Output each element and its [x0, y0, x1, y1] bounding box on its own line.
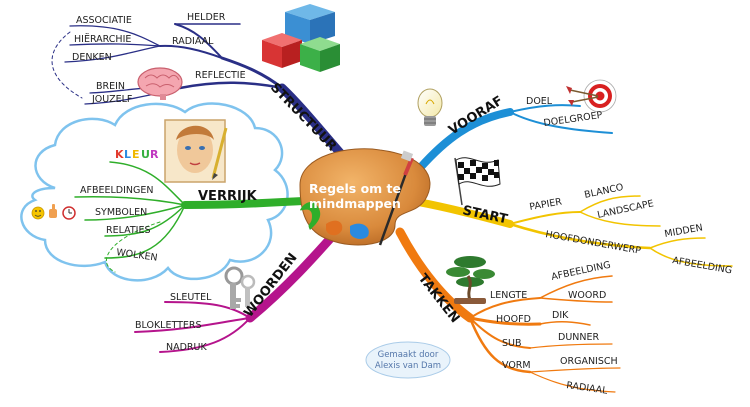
checkered-flag-icon	[454, 157, 501, 206]
sub-midden: MIDDEN	[664, 222, 704, 240]
kleur-letter-5: R	[150, 148, 159, 161]
sub-papier: PAPIER	[529, 196, 564, 213]
kleur-letter-1: K	[115, 148, 124, 161]
sub-dik: DIK	[552, 310, 569, 321]
sub-afbeeldingen: AFBEELDINGEN	[80, 185, 153, 196]
sub-jouzelf: JOUZELF	[91, 94, 132, 105]
sub-sleutel: SLEUTEL	[170, 292, 212, 303]
brain-icon	[137, 67, 183, 100]
branch-vooraf	[416, 104, 613, 172]
kleur-letter-4: U	[141, 148, 150, 161]
sub-associatie: ASSOCIATIE	[76, 15, 132, 26]
sub-afbeelding-start: AFBEELDING	[671, 255, 732, 276]
sub-vorm: VORM	[502, 360, 531, 371]
sub-sub: SUB	[502, 338, 522, 349]
sub-radiaal-takken: RADIAAL	[566, 380, 609, 397]
sub-reflectie: REFLECTIE	[195, 70, 246, 81]
credit-line2: Alexis van Dam	[375, 361, 441, 371]
sub-organisch: ORGANISCH	[560, 356, 618, 367]
bonsai-tree-icon	[446, 256, 495, 304]
sub-hoofd: HOOFD	[496, 314, 531, 325]
sub-nadruk: NADRUK	[166, 342, 207, 353]
target-icon	[566, 79, 617, 113]
sub-landscape: LANDSCAPE	[596, 198, 654, 221]
portrait-painting-icon	[164, 119, 228, 183]
sub-doel: DOEL	[526, 96, 553, 107]
sub-kleur: K L E U R	[115, 148, 159, 161]
sub-radiaal: RADIAAL	[172, 36, 214, 47]
lightbulb-icon	[417, 88, 443, 126]
center-title-line1: Regels om te	[309, 181, 401, 196]
sub-dunner: DUNNER	[558, 332, 599, 343]
branch-takken	[395, 227, 621, 393]
branch-start	[414, 195, 733, 267]
credit-line1: Gemaakt door	[378, 350, 439, 360]
sub-woord: WOORD	[568, 290, 606, 301]
sub-blokletters: BLOKLETTERS	[135, 320, 202, 331]
kleur-letter-2: L	[124, 148, 131, 161]
sub-hierarchie: HIËRARCHIE	[74, 34, 131, 45]
sub-hoofdonderwerp: HOOFDONDERWERP	[544, 229, 641, 257]
center-palette	[299, 148, 431, 246]
sub-helder: HELDER	[187, 12, 226, 23]
sub-lengte: LENGTE	[490, 290, 527, 301]
sub-relaties: RELATIES	[106, 225, 151, 236]
sub-doelgroep: DOELGROEP	[543, 110, 603, 129]
main-label-start: START	[461, 203, 509, 227]
keys-icon	[224, 266, 256, 309]
main-label-verrijk: VERRIJK	[198, 189, 258, 204]
cubes-icon	[262, 4, 340, 72]
sub-denken: DENKEN	[72, 52, 112, 63]
sub-brein: BREIN	[96, 81, 125, 92]
center-title-line2: mindmappen	[309, 196, 401, 211]
credit-bubble: Gemaakt door Alexis van Dam	[365, 341, 451, 379]
kleur-letter-3: E	[132, 148, 140, 161]
symbols-icons	[31, 204, 76, 220]
sub-afbeelding-takken: AFBEELDING	[550, 260, 611, 283]
sub-symbolen: SYMBOLEN	[95, 207, 147, 218]
